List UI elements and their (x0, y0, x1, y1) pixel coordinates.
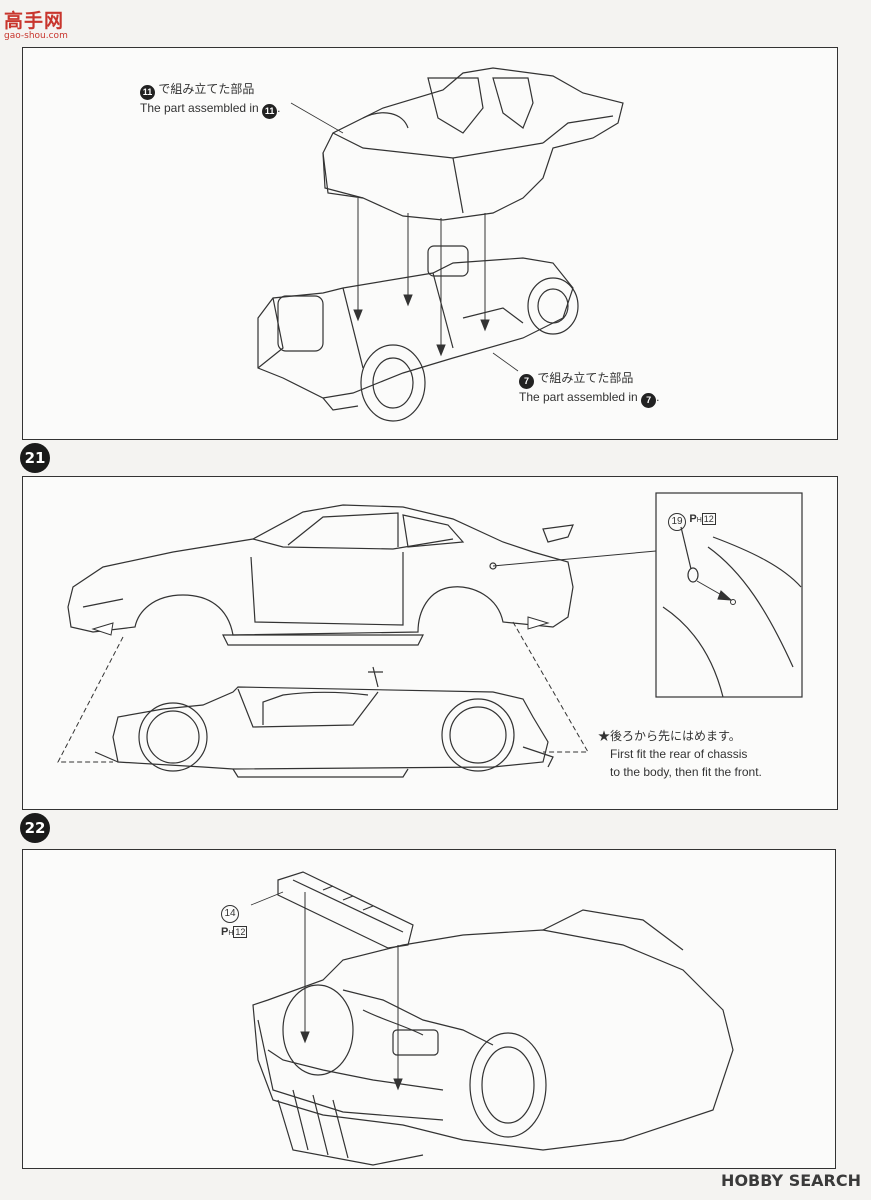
step-20-drawing (257, 67, 624, 422)
site-logo-url: gao-shou.com (4, 31, 68, 41)
assembled-11-label: 11 で組み立てた部品 The part assembled in 11. (140, 81, 280, 119)
hobby-search-watermark: HOBBY SEARCH (721, 1171, 861, 1190)
part-19-ph-num: 12 (701, 513, 716, 525)
fit-note-jp: ★後ろから先にはめます。 (598, 729, 741, 743)
part-19-ph-sub: H (696, 517, 702, 524)
part-14-ph-sub: H (228, 930, 234, 937)
part-14-ph-num: 12 (233, 926, 248, 938)
part-19-number: 19 (668, 513, 686, 531)
step-22-number: 22 (20, 813, 50, 843)
step-21-number: 21 (20, 443, 50, 473)
fit-note-en-2: to the body, then fit the front. (610, 765, 762, 779)
assembled-11-en: The part assembled in (140, 101, 259, 115)
site-logo[interactable]: 高手网 gao-shou.com (4, 6, 68, 41)
assembled-7-label: 7 で組み立てた部品 The part assembled in 7. (519, 370, 659, 408)
assembled-7-en: The part assembled in (519, 390, 638, 404)
part-19-ph: P (689, 513, 697, 525)
step-20-panel: 11 で組み立てた部品 The part assembled in 11. 7 … (22, 47, 838, 440)
assembled-7-jp: で組み立てた部品 (537, 371, 634, 385)
step-22-drawing (250, 871, 734, 1166)
assembled-11-jp: で組み立てた部品 (158, 82, 255, 96)
site-logo-text: 高手网 (4, 10, 65, 32)
part-14-number: 14 (221, 905, 239, 923)
step-11-ref-icon: 11 (140, 85, 155, 100)
fit-note: ★後ろから先にはめます。 First fit the rear of chass… (598, 727, 762, 781)
step-7-ref-icon-2: 7 (641, 393, 657, 408)
step-11-ref-icon-2: 11 (262, 104, 278, 119)
fit-note-en-1: First fit the rear of chassis (610, 747, 748, 761)
part-14-ph: P (221, 926, 229, 938)
step-7-ref-icon: 7 (519, 374, 534, 389)
